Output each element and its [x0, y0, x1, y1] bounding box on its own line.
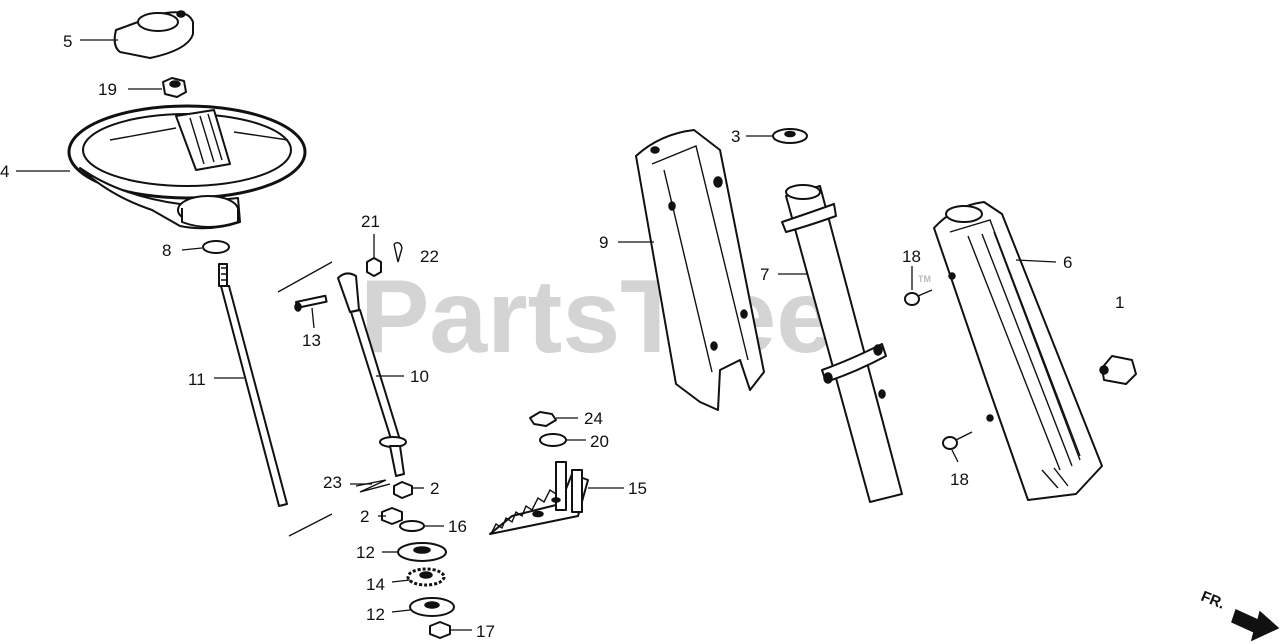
- callout-13: 13: [302, 331, 321, 350]
- callout-12: 12: [366, 605, 385, 624]
- callout-18: 18: [950, 470, 969, 489]
- callout-6: 6: [1063, 253, 1072, 272]
- callout-7: 7: [760, 265, 769, 284]
- group-bracket: [277, 261, 333, 537]
- part-hub-cap: [113, 10, 194, 59]
- part-column-cover-9: [635, 129, 765, 411]
- callout-22: 22: [420, 247, 439, 266]
- part-column-cover-6: [933, 201, 1103, 501]
- callout-11: 11: [188, 370, 206, 389]
- callout-4: 4: [0, 162, 9, 181]
- part-cotter-pin-22: [393, 241, 403, 263]
- watermark-tm: TM: [918, 274, 931, 284]
- part-nut-17: [429, 621, 451, 639]
- part-steering-wheel: [67, 104, 307, 230]
- callout-5: 5: [63, 32, 72, 51]
- callout-3: 3: [731, 127, 740, 146]
- callout-16: 16: [448, 517, 467, 536]
- part-sector-bracket-15: [489, 461, 589, 535]
- callout-20: 20: [590, 432, 609, 451]
- arrow-icon: [1231, 608, 1280, 642]
- part-nut-19: [162, 77, 187, 98]
- front-direction-indicator: FR.: [1199, 588, 1280, 642]
- front-direction-label: FR.: [1199, 588, 1228, 613]
- part-nut-21: [366, 257, 382, 277]
- callout-15: 15: [628, 479, 647, 498]
- part-screw-18-upper: [904, 289, 933, 306]
- part-washer-20: [539, 433, 567, 447]
- part-grommet-3: [772, 128, 808, 144]
- part-washer-16: [399, 520, 425, 532]
- callout-2: 2: [430, 479, 439, 498]
- callout-14: 14: [366, 575, 385, 594]
- part-screw-18-lower: [942, 431, 973, 450]
- part-clip-23: [355, 479, 391, 493]
- part-clip-1: [1099, 355, 1137, 385]
- part-nut-24: [529, 411, 557, 427]
- callout-23: 23: [323, 473, 342, 492]
- part-column-tube-7: [781, 184, 903, 503]
- part-nut-2-upper: [393, 481, 413, 499]
- part-pin-13: [294, 294, 328, 312]
- callout-10: 10: [410, 367, 429, 386]
- part-plate-12-upper: [397, 542, 447, 562]
- part-nut-2-lower: [381, 507, 403, 525]
- callout-12: 12: [356, 543, 375, 562]
- callout-18: 18: [902, 247, 921, 266]
- callout-19: 19: [98, 80, 117, 99]
- callout-9: 9: [599, 233, 608, 252]
- callout-1: 1: [1115, 293, 1124, 312]
- callout-8: 8: [162, 241, 171, 260]
- callout-21: 21: [361, 212, 380, 231]
- part-gear-14: [406, 567, 446, 587]
- callout-2: 2: [360, 507, 369, 526]
- part-plate-12-lower: [409, 597, 455, 617]
- callout-17: 17: [476, 622, 495, 641]
- leader-lines: [16, 39, 1057, 631]
- part-washer-8: [202, 240, 230, 254]
- callout-labels: 1 2 2 3 4 5 6 7 8 9 10 11 12 12 13 14 15…: [0, 32, 1124, 641]
- part-shaft-10: [337, 272, 407, 477]
- callout-24: 24: [584, 409, 603, 428]
- part-shaft-11: [218, 263, 288, 507]
